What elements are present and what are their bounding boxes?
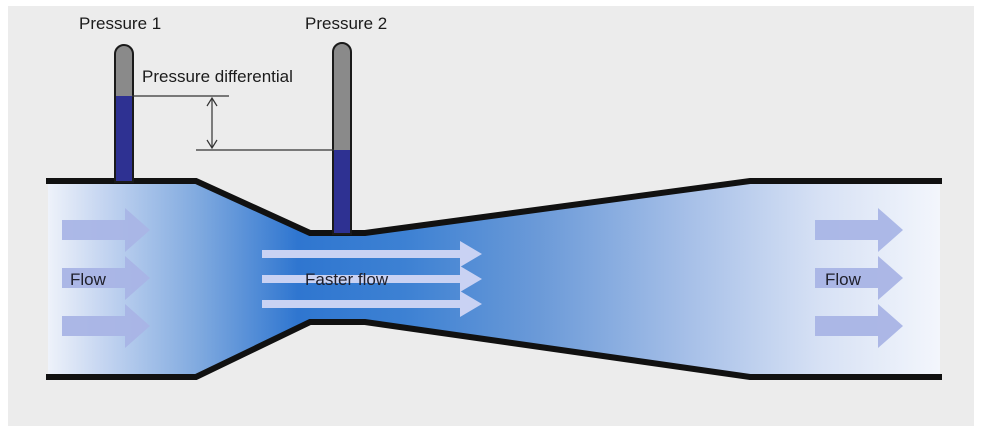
left-flow-arrows bbox=[62, 208, 150, 348]
pressure-tube-2 bbox=[332, 42, 352, 235]
arrow-down-icon bbox=[206, 139, 218, 150]
flow-arrow-icon bbox=[815, 256, 903, 300]
flow-left-label: Flow bbox=[70, 270, 107, 289]
pipe-bottom-wall bbox=[46, 319, 942, 380]
tube-2-column bbox=[334, 150, 350, 233]
flow-right-label: Flow bbox=[825, 270, 862, 289]
faster-flow-label: Faster flow bbox=[305, 270, 389, 289]
pressure-1-label: Pressure 1 bbox=[79, 14, 161, 33]
fast-arrow-icon bbox=[262, 241, 482, 267]
pressure-2-label: Pressure 2 bbox=[305, 14, 387, 33]
flow-arrow-icon bbox=[62, 256, 150, 300]
arrow-up-icon bbox=[206, 96, 218, 107]
fast-arrow-icon bbox=[262, 291, 482, 317]
flow-arrow-icon bbox=[815, 304, 903, 348]
tube-1-column bbox=[116, 96, 132, 181]
pressure-differential-indicator bbox=[132, 95, 334, 151]
faster-flow-arrows bbox=[262, 241, 482, 317]
right-flow-arrows bbox=[815, 208, 903, 348]
pressure-tube-1 bbox=[114, 44, 134, 183]
flow-arrow-icon bbox=[815, 208, 903, 252]
pressure-differential-label: Pressure differential bbox=[142, 67, 293, 86]
fluid-region bbox=[48, 181, 940, 377]
flow-arrow-icon bbox=[62, 304, 150, 348]
flow-arrow-icon bbox=[62, 208, 150, 252]
fast-arrow-icon bbox=[262, 266, 482, 292]
